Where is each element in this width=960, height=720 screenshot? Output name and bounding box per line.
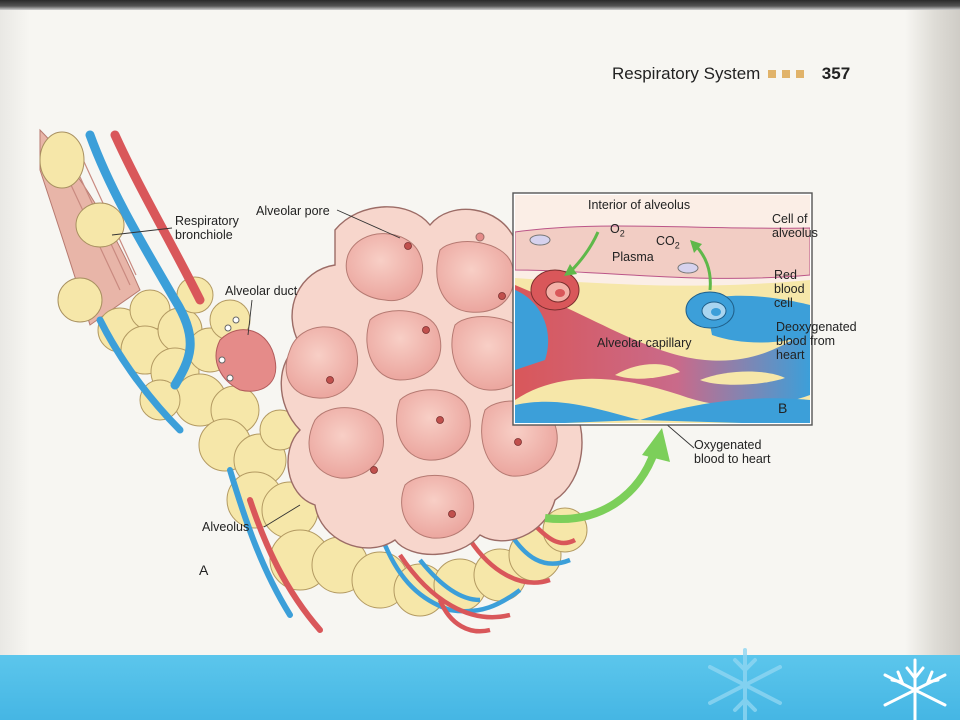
red-blood-cell-left [530,269,580,311]
label-plasma: Plasma [612,250,654,264]
alveolus-illustration [39,128,813,634]
green-arrow [544,428,670,523]
page-number: 357 [821,64,851,83]
respiratory-bronchiole [39,128,141,326]
slide-footer-band [0,648,960,720]
page-header: Respiratory System 357 [612,64,850,84]
alveolar-duct [215,316,277,392]
blood-vessels-left [85,130,323,633]
panel-label-a: A [199,562,209,578]
label-alveolar-duct: Alveolar duct [225,284,298,298]
label-alveolar-pore: Alveolar pore [256,204,330,218]
label-red-blood-cell: Red blood cell [774,268,805,310]
header-square-icon [796,69,805,78]
label-co2: CO2 [656,234,680,251]
label-oxygenated-blood: Oxygenated blood to heart [694,438,771,466]
snowflake-icon [883,658,947,720]
header-square-icon [782,69,791,78]
panel-label-b: B [778,400,788,416]
label-respiratory-bronchiole: Respiratory bronchiole [175,214,239,242]
label-cell-of-alveolus: Cell of alveolus [772,212,818,240]
label-alveolar-capillary: Alveolar capillary [597,336,692,350]
label-alveolus: Alveolus [202,520,250,534]
label-o2: O2 [610,222,625,239]
page-top-edge [0,0,960,10]
label-interior-of-alveolus: Interior of alveolus [588,198,691,212]
red-blood-cell-right [685,291,735,329]
inset-panel-b [512,192,813,426]
header-square-icon [768,69,777,78]
label-deoxygenated-blood: Deoxygenated blood from heart [776,320,857,362]
snowflake-icon [708,648,782,720]
header-title: Respiratory System [612,64,761,83]
